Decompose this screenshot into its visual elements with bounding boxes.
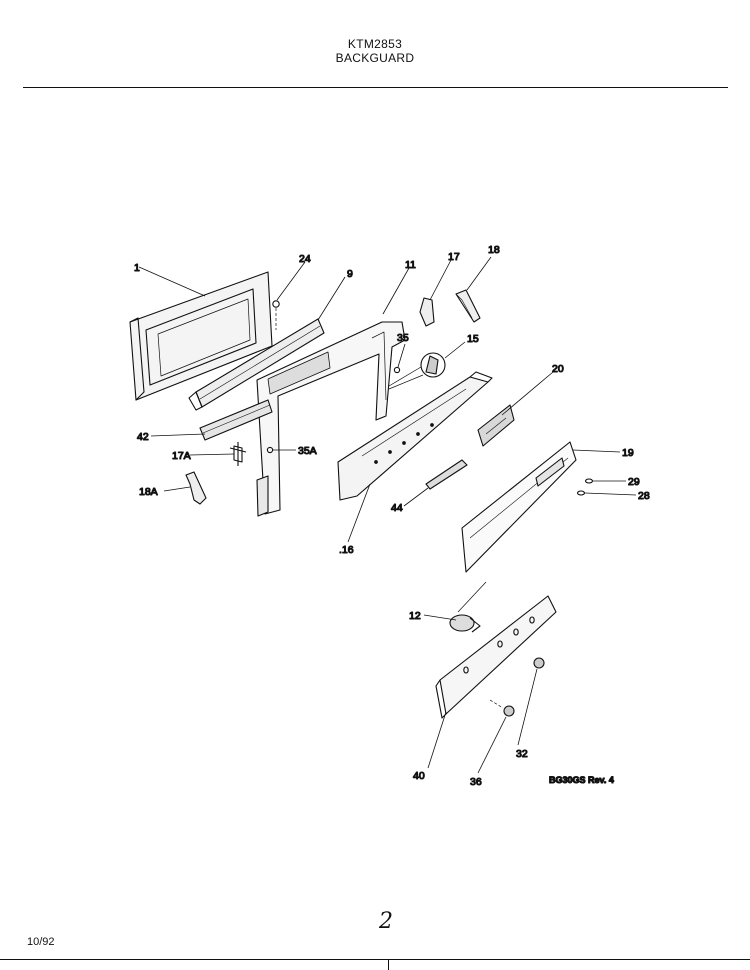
callout-1: 1: [134, 262, 140, 274]
section-title: BACKGUARD: [335, 51, 415, 65]
part-18-endcap: [455, 289, 481, 323]
callout-32: 32: [516, 748, 528, 760]
part-9-rail: [188, 318, 325, 411]
callout-11: 11: [405, 259, 416, 271]
callout-19: 19: [622, 447, 634, 459]
part-29-screw: [584, 478, 594, 484]
part-35-screw: [393, 366, 401, 374]
part-42-bracket: [199, 399, 273, 441]
callout-12: 12: [409, 610, 421, 622]
footer-rule: [0, 959, 750, 960]
callout-9: 9: [347, 268, 353, 280]
callout-44: 44: [391, 502, 403, 514]
handwritten-page-mark: 2: [378, 909, 393, 934]
callout-15: 15: [467, 333, 479, 345]
callout-17: 17: [448, 251, 460, 263]
part-12-clock-motor: [449, 581, 487, 633]
callout-42: 42: [137, 431, 149, 443]
part-18a-endcap: [185, 471, 207, 505]
part-32-knob: [533, 657, 545, 669]
callout-16: .16: [339, 544, 354, 556]
part-1-back-panel: [129, 271, 273, 401]
model-number: KTM2853: [347, 37, 403, 51]
part-35a-screw: [266, 446, 274, 454]
part-40-bracket: [435, 595, 557, 719]
callout-35: 35: [397, 332, 409, 344]
footer-date: 10/92: [27, 936, 55, 948]
part-20-electronic-control: [477, 404, 515, 447]
part-24-screw: [272, 300, 280, 330]
leader-lines: [138, 256, 637, 774]
part-44-switch: [425, 459, 468, 490]
callout-28: 28: [638, 490, 650, 502]
callout-18a: 18A: [139, 486, 158, 498]
callout-29: 29: [628, 476, 640, 488]
footer-tick: [388, 960, 389, 970]
callout-35a: 35A: [298, 445, 317, 457]
part-11-frame: [256, 321, 406, 517]
part-19-overlay: [461, 441, 577, 573]
callout-36: 36: [470, 776, 482, 788]
drawing-ref: BG30GS Rev. 4: [549, 775, 614, 785]
part-28-screw: [576, 490, 586, 496]
part-36-knob: [489, 699, 515, 717]
callout-40: 40: [413, 770, 425, 782]
callout-18: 18: [488, 244, 500, 256]
part-15-clip-detail: [388, 352, 446, 390]
part-17a-clip: [229, 442, 247, 466]
header-rule: [23, 87, 728, 88]
part-17-bracket: [419, 297, 435, 327]
callout-17a: 17A: [172, 450, 191, 462]
part-16-control-panel: [337, 371, 493, 501]
callout-24: 24: [299, 253, 311, 265]
callout-20: 20: [552, 363, 564, 375]
